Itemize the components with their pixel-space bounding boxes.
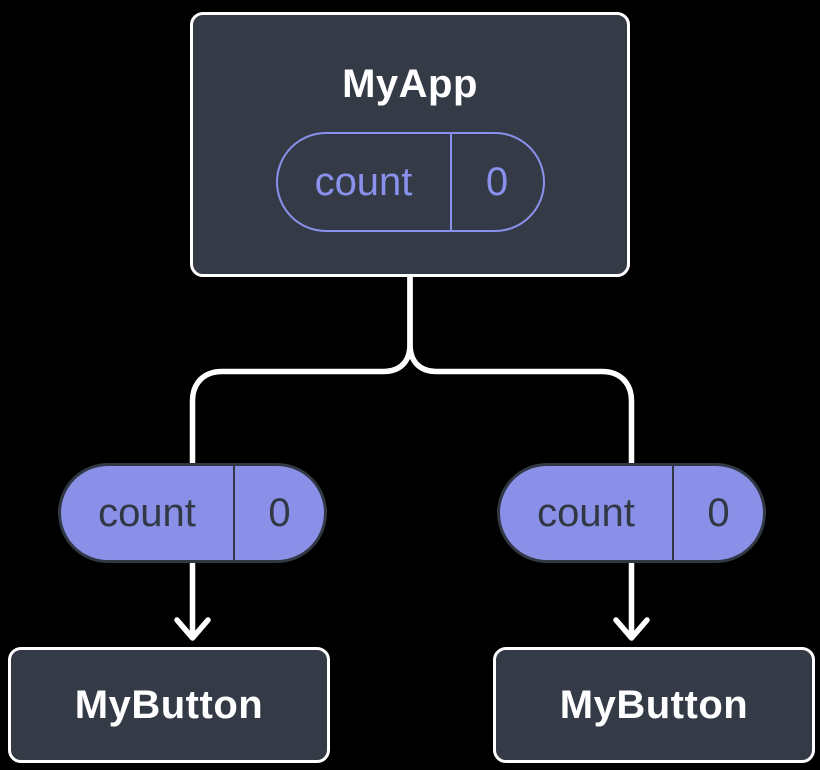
node-mybutton-left-title: MyButton <box>74 683 264 727</box>
prop-pill-left-value: 0 <box>268 490 291 535</box>
prop-pill-right: count 0 <box>497 463 766 563</box>
node-mybutton-right: MyButton <box>493 647 815 763</box>
state-pill-myapp: count 0 <box>275 132 545 232</box>
prop-pill-left: count 0 <box>58 463 327 563</box>
arrowhead-left-icon <box>174 617 211 641</box>
arrowhead-right-icon <box>613 617 650 641</box>
node-myapp-title: MyApp <box>342 62 478 106</box>
edge-root-to-left-child <box>189 272 413 638</box>
prop-pill-right-name: count <box>500 466 674 560</box>
prop-pill-left-name: count <box>61 466 235 560</box>
node-mybutton-left: MyButton <box>8 647 330 763</box>
node-myapp: MyApp count 0 <box>190 12 630 277</box>
edge-root-to-right-child <box>407 272 635 638</box>
prop-pill-right-value: 0 <box>707 490 730 535</box>
node-mybutton-right-title: MyButton <box>559 683 749 727</box>
state-pill-name: count <box>278 134 452 230</box>
state-pill-value: 0 <box>485 159 509 204</box>
